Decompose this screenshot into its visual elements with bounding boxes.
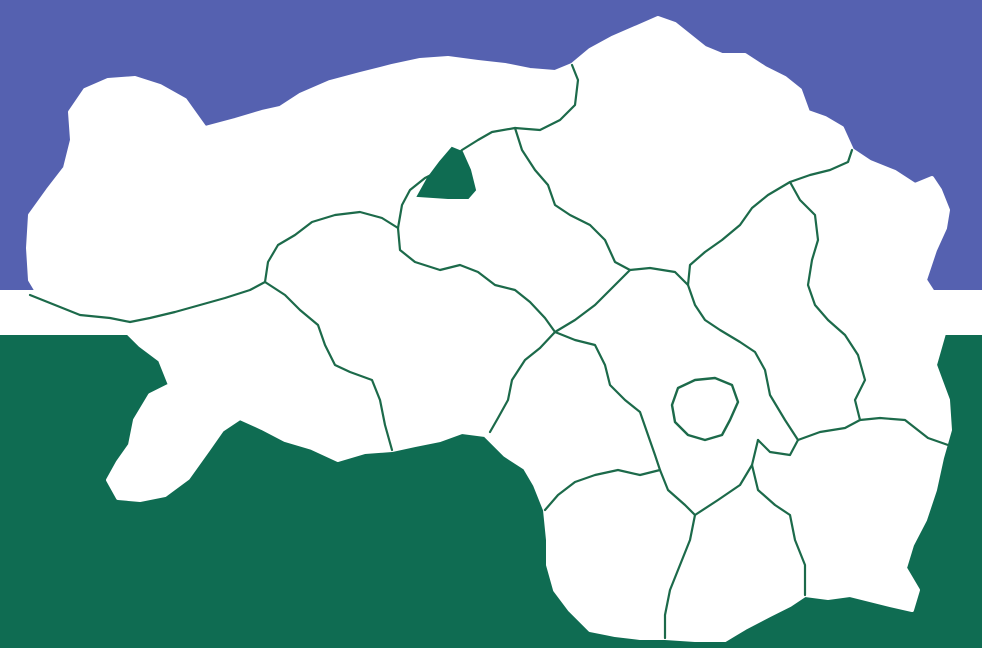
border-southeast-ridge	[693, 463, 754, 517]
border-southeast	[750, 438, 807, 597]
state-outline	[26, 16, 952, 642]
border-east-lower	[796, 418, 862, 442]
border-central-north	[513, 126, 632, 272]
border-south-central	[488, 330, 557, 434]
highlighted-district	[416, 146, 477, 199]
border-southwest-valley	[263, 280, 394, 452]
border-west-central	[263, 210, 400, 284]
border-east-central	[686, 283, 800, 457]
border-graz-ring-outer	[553, 330, 697, 517]
border-central-west	[396, 226, 557, 334]
border-northeast-split	[513, 63, 580, 132]
border-northeast-inner	[628, 148, 854, 287]
border-northwest-to-south	[28, 280, 267, 324]
border-east-vertical	[788, 180, 950, 447]
city-district-ring	[670, 376, 740, 442]
border-central-hub	[553, 268, 632, 334]
border-south-split	[543, 468, 662, 512]
border-south-inner	[663, 513, 697, 640]
